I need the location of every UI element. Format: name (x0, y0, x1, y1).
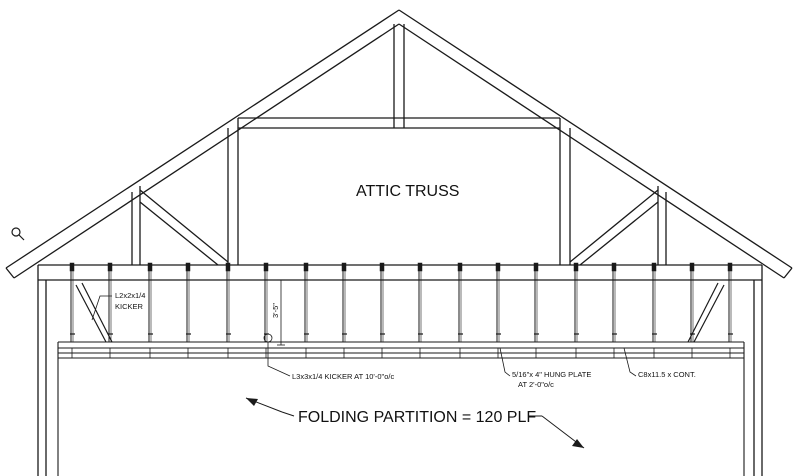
hung-plate-clip (341, 262, 347, 272)
hung-plate-clip (611, 262, 617, 272)
arrow-right-head (572, 439, 584, 448)
hung-plate-clip (147, 262, 153, 272)
channel-label: C8x11.5 x CONT. (638, 370, 696, 379)
kicker-large-label: L3x3x1/4 KICKER AT 10'-0"o/c (292, 372, 394, 381)
kickers (75, 282, 725, 343)
title-label: ATTIC TRUSS (356, 183, 459, 200)
hung-plate-clip (727, 262, 733, 272)
hung-plate-label-2: AT 2'-0"o/c (518, 380, 554, 389)
kicker-small-label: L2x2x1/4 (115, 291, 145, 300)
hung-plate-clip (263, 262, 269, 272)
hung-plate-clip (303, 262, 309, 272)
truss-frame (5, 9, 793, 476)
hung-plate-clip (495, 262, 501, 272)
dimension-label: 3'-5" (271, 303, 280, 318)
dimension-line (277, 279, 285, 346)
hung-plate-label: 5/16"x 4" HUNG PLATE (512, 370, 591, 379)
kicker-small-label-2: KICKER (115, 302, 144, 311)
hung-plate-clip (573, 262, 579, 272)
hung-plate-clip (689, 262, 695, 272)
channel-assembly (57, 341, 745, 476)
arrow-left-head (246, 398, 258, 406)
hung-plate-clip (107, 262, 113, 272)
hung-plate-clip (225, 262, 231, 272)
hung-plate-clip (185, 262, 191, 272)
magnifier-icon[interactable] (11, 227, 25, 241)
hung-plate-clip (533, 262, 539, 272)
hung-plate-clip (379, 262, 385, 272)
hung-plate-clip (69, 262, 75, 272)
hung-plate-clip (417, 262, 423, 272)
partition-label: FOLDING PARTITION = 120 PLF (298, 409, 536, 426)
hung-plate-clip (457, 262, 463, 272)
hung-plate-clip (651, 262, 657, 272)
hung-plates (69, 262, 733, 358)
leader-lines (91, 295, 637, 377)
